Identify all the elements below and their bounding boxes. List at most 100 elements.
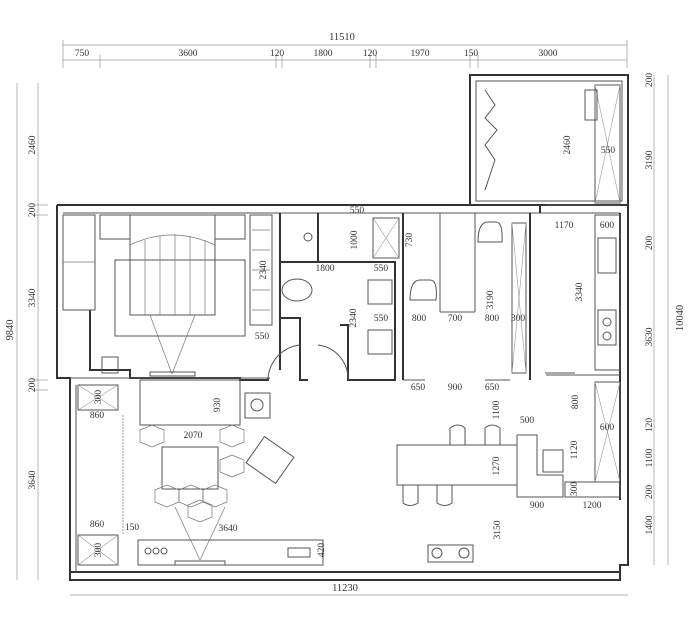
chair bbox=[477, 221, 503, 243]
dim-label: 930 bbox=[213, 398, 223, 413]
dim-label: 730 bbox=[405, 233, 415, 248]
doors bbox=[267, 204, 575, 381]
dim-label: 2460 bbox=[28, 135, 38, 154]
chair bbox=[409, 279, 437, 301]
left-dimensions: 9840 2460 200 3340 200 3640 bbox=[5, 83, 48, 580]
dim-label: 3340 bbox=[575, 282, 585, 301]
dim-label: 3340 bbox=[28, 288, 38, 307]
interior-dimensions: 550 1000 730 1800 550 2340 550 800 700 8… bbox=[90, 135, 616, 557]
bookshelf bbox=[511, 222, 527, 374]
dim-label: 700 bbox=[448, 314, 463, 324]
dim-label: 800 bbox=[485, 314, 500, 324]
dim-label: 3000 bbox=[539, 49, 558, 59]
dim-label: 300 bbox=[94, 543, 104, 558]
kitchen-counter bbox=[594, 214, 621, 371]
dim-label: 300 bbox=[570, 482, 580, 497]
coffee-table bbox=[161, 446, 219, 490]
tv-cabinet bbox=[137, 539, 324, 566]
dim-label: 550 bbox=[374, 264, 389, 274]
cabinet bbox=[594, 84, 621, 204]
dim-label: 2070 bbox=[184, 431, 203, 441]
dim-label: 900 bbox=[448, 383, 463, 393]
dim-label: 1000 bbox=[350, 230, 360, 249]
chair bbox=[436, 485, 453, 506]
dim-label: 3640 bbox=[28, 470, 38, 489]
dim-bottom-total: 11230 bbox=[332, 583, 358, 594]
living-room-furniture bbox=[77, 379, 324, 566]
dim-label: 1270 bbox=[492, 456, 502, 475]
dim-left-total: 9840 bbox=[5, 320, 16, 341]
sink bbox=[367, 279, 393, 305]
dim-top-total: 11510 bbox=[329, 32, 355, 43]
dim-label: 1170 bbox=[555, 221, 574, 231]
study-kitchen-furniture bbox=[396, 84, 621, 563]
bottom-dimension: 11230 bbox=[70, 583, 628, 596]
dim-label: 120 bbox=[270, 49, 285, 59]
dim-label: 1800 bbox=[314, 49, 333, 59]
dim-label: 550 bbox=[255, 332, 270, 342]
dim-label: 300 bbox=[94, 390, 104, 405]
dim-label: 2340 bbox=[259, 260, 269, 279]
dim-label: 860 bbox=[90, 520, 105, 530]
dim-label: 500 bbox=[520, 416, 535, 426]
dim-label: 420 bbox=[317, 543, 327, 558]
kitchen-sink bbox=[597, 237, 617, 274]
dim-label: 1970 bbox=[411, 49, 430, 59]
dim-label: 3190 bbox=[645, 150, 655, 169]
dim-label: 1100 bbox=[492, 400, 502, 419]
top-dimensions: 11510 750 3600 120 1800 120 1970 150 300… bbox=[62, 32, 628, 68]
dim-label: 650 bbox=[485, 383, 500, 393]
chair bbox=[402, 485, 419, 506]
dim-label: 2340 bbox=[349, 308, 359, 327]
dim-label: 200 bbox=[645, 73, 655, 88]
bed bbox=[129, 214, 216, 316]
shower bbox=[372, 217, 400, 259]
dim-right-total: 10040 bbox=[675, 305, 686, 331]
dim-label: 2460 bbox=[563, 135, 573, 154]
dim-label: 200 bbox=[645, 485, 655, 500]
dim-label: 3640 bbox=[219, 524, 238, 534]
dim-label: 550 bbox=[601, 146, 616, 156]
dim-label: 3630 bbox=[645, 327, 655, 346]
dim-label: 1100 bbox=[645, 448, 655, 467]
dim-label: 800 bbox=[412, 314, 427, 324]
dim-label: 860 bbox=[90, 411, 105, 421]
appliance bbox=[427, 544, 474, 563]
wardrobe bbox=[249, 214, 273, 326]
sink bbox=[367, 329, 393, 355]
cooktop bbox=[597, 309, 617, 346]
rug bbox=[114, 259, 246, 337]
dim-label: 600 bbox=[600, 221, 615, 231]
dim-label: 3190 bbox=[486, 290, 496, 309]
dim-label: 150 bbox=[125, 523, 140, 533]
armchair bbox=[245, 435, 295, 485]
dim-label: 650 bbox=[411, 383, 426, 393]
chair bbox=[484, 424, 501, 445]
dim-label: 750 bbox=[75, 49, 90, 59]
dim-label: 120 bbox=[363, 49, 378, 59]
right-dimensions: 10040 200 3190 200 3630 120 1100 200 140… bbox=[645, 73, 686, 565]
dim-label: 200 bbox=[645, 236, 655, 251]
dim-label: 1120 bbox=[570, 440, 580, 459]
toilet bbox=[281, 278, 313, 302]
dim-label: 1800 bbox=[316, 264, 335, 274]
dim-label: 600 bbox=[600, 423, 615, 433]
bedroom-furniture bbox=[62, 214, 273, 377]
plant bbox=[484, 89, 498, 191]
dim-label: 120 bbox=[645, 418, 655, 433]
dim-label: 150 bbox=[464, 49, 479, 59]
dim-label: 800 bbox=[571, 395, 581, 410]
dim-label: 1400 bbox=[645, 515, 655, 534]
dim-label: 200 bbox=[28, 378, 38, 393]
dim-label: 1200 bbox=[583, 501, 602, 511]
chair bbox=[449, 424, 466, 445]
dim-label: 3150 bbox=[493, 520, 503, 539]
dim-label: 200 bbox=[28, 203, 38, 218]
dim-label: 300 bbox=[511, 314, 526, 324]
bathroom-fixtures bbox=[281, 217, 400, 355]
dim-label: 3600 bbox=[179, 49, 198, 59]
dim-label: 900 bbox=[530, 501, 545, 511]
dim-label: 550 bbox=[374, 314, 389, 324]
sofa bbox=[139, 379, 241, 426]
